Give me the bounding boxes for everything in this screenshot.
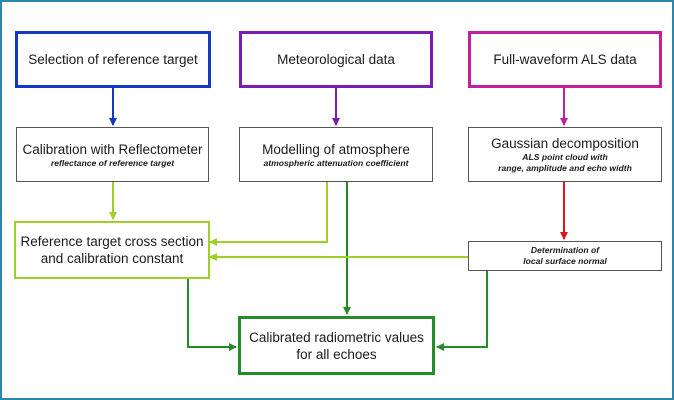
box-reflectometer-title: Calibration with Reflectometer xyxy=(22,141,203,157)
box-calibrated-values-title-line2: for all echoes xyxy=(296,346,377,362)
box-reference-cross-section-title-line2: and calibration constant xyxy=(40,251,184,266)
box-surface-normal-subtitle-line2: local surface normal xyxy=(523,256,607,266)
box-atmosphere-title: Modelling of atmosphere xyxy=(262,141,410,157)
box-meteorological-data-title: Meteorological data xyxy=(277,52,395,67)
box-calibrated-values: Calibrated radiometric values for all ec… xyxy=(238,316,435,375)
box-gaussian-decomposition: Gaussian decomposition ALS point cloud w… xyxy=(468,127,662,182)
box-surface-normal: Determination of local surface normal xyxy=(468,241,662,271)
box-full-waveform-data: Full-waveform ALS data xyxy=(468,31,662,88)
box-reference-cross-section-title-line1: Reference target cross section xyxy=(20,234,204,249)
box-gaussian-decomposition-subtitle-line1: ALS point cloud with xyxy=(522,152,608,162)
box-atmosphere-subtitle: atmospheric attenuation coefficient xyxy=(263,157,409,168)
arrow-surface-normal-to-calibrated xyxy=(436,271,488,351)
arrow-cross-section-to-calibrated xyxy=(187,279,237,351)
box-gaussian-decomposition-subtitle-line2: range, amplitude and echo width xyxy=(498,163,632,173)
box-gaussian-decomposition-title: Gaussian decomposition xyxy=(491,136,639,151)
box-reference-target: Selection of reference target xyxy=(15,31,211,88)
box-reference-target-title: Selection of reference target xyxy=(28,52,198,67)
box-meteorological-data: Meteorological data xyxy=(239,31,433,88)
box-reflectometer: Calibration with Reflectometer reflectan… xyxy=(16,127,209,182)
box-atmosphere: Modelling of atmosphere atmospheric atte… xyxy=(239,127,433,182)
box-reference-cross-section: Reference target cross section and calib… xyxy=(14,221,210,279)
box-calibrated-values-title-line1: Calibrated radiometric values xyxy=(249,329,424,345)
box-surface-normal-subtitle-line1: Determination of xyxy=(530,245,600,255)
arrow-atmosphere-to-cross-section xyxy=(209,182,328,246)
box-full-waveform-data-title: Full-waveform ALS data xyxy=(493,52,637,67)
box-reflectometer-subtitle: reflectance of reference target xyxy=(50,157,175,168)
